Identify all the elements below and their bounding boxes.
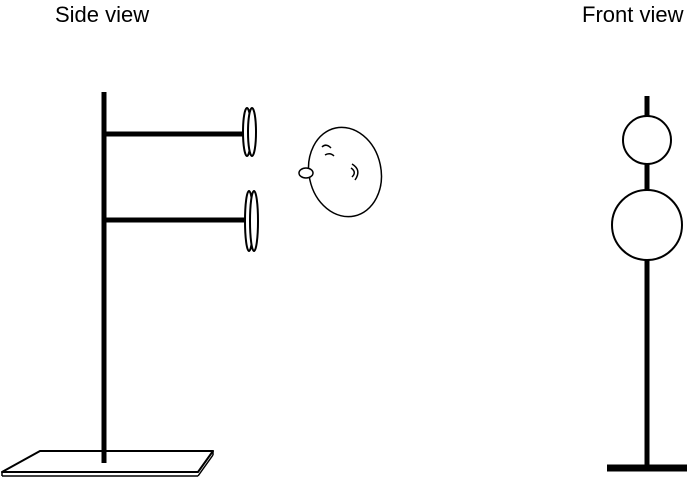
ear: [351, 163, 359, 181]
front-view-apparatus: [607, 96, 687, 472]
head-outline: [307, 126, 383, 218]
side-upper-disc: [242, 107, 257, 157]
side-lower-disc: [244, 190, 259, 252]
eyebrow: [324, 152, 335, 157]
front-upper-disc: [622, 115, 672, 165]
eye: [321, 144, 332, 149]
side-view-apparatus: [1, 92, 259, 477]
ear-inner: [350, 167, 355, 178]
nose: [298, 167, 314, 179]
side-view-label: Side view: [55, 2, 150, 27]
head-figure: [298, 126, 383, 218]
side-base-plate-thickness: [197, 454, 214, 477]
side-base-plate: [1, 450, 214, 473]
front-view-label: Front view: [582, 2, 684, 27]
front-lower-disc: [611, 189, 683, 261]
